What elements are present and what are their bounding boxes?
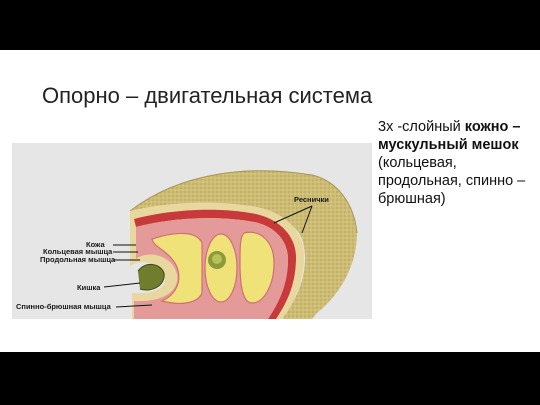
label-cilia: Реснички	[294, 195, 329, 204]
worm-cross-section-figure: Реснички Кожа Кольцевая мышца Продольная…	[12, 143, 372, 319]
pointer-cilia-1	[273, 205, 313, 224]
pointer-intestine	[103, 282, 141, 288]
label-pointers	[103, 205, 313, 308]
label-skin: Кожа	[86, 240, 105, 249]
slide-title: Опорно – двигательная система	[42, 83, 373, 108]
cavity-chamber-3	[239, 231, 275, 304]
caption-prefix: 3х -слойный	[378, 119, 465, 135]
label-circular-muscle: Кольцевая мышца	[43, 247, 113, 256]
pointer-cilia-2	[301, 205, 313, 234]
slide-caption: 3х -слойный кожно – мускульный мешок (ко…	[378, 118, 528, 208]
intestine-lumen	[212, 254, 222, 264]
slide: Опорно – двигательная система 3х -слойны…	[0, 50, 540, 352]
pointer-dorsoventral	[115, 304, 153, 308]
worm-cross-section-illustration: Реснички Кожа Кольцевая мышца Продольная…	[12, 143, 372, 319]
cilia-edge	[129, 170, 358, 234]
label-longitudinal-muscle: Продольная мышца	[40, 255, 116, 264]
gut-opening	[137, 264, 165, 291]
label-dorsoventral-muscle: Спинно-брюшная мышца	[16, 302, 112, 311]
caption-suffix: (кольцевая, продольная, спинно – брюшная…	[378, 155, 526, 207]
label-intestine: Кишка	[77, 283, 101, 292]
caption-bold: кожно – мускульный мешок	[378, 119, 521, 153]
circular-muscle-layer	[134, 209, 296, 319]
cavity-chamber-1	[151, 232, 203, 304]
